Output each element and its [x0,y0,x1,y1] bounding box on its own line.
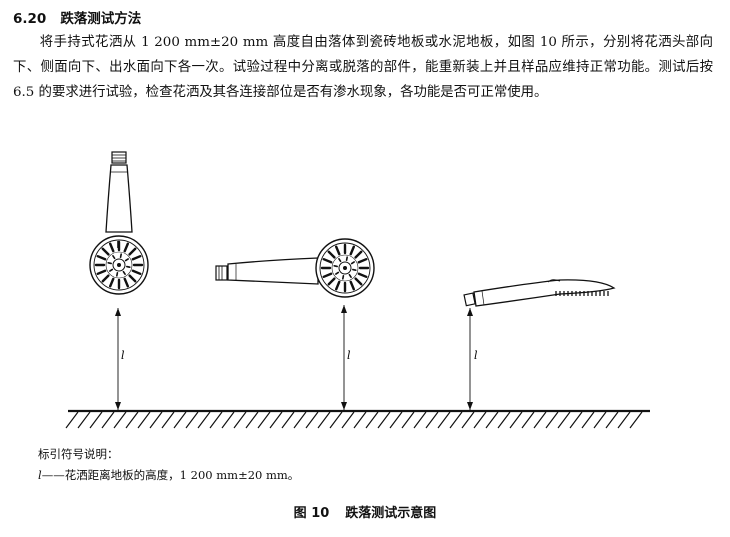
figure-number: 图 10 [293,506,330,521]
section-heading: 6.20 跌落测试方法 [13,7,141,27]
legend-title: 标引符号说明： [38,447,119,461]
nozzle-ring [320,243,370,293]
floor-hatching [65,411,643,429]
nozzle-ring [94,240,144,290]
figure-title: 跌落测试示意图 [345,506,437,521]
height-dimension-2: l [341,305,351,410]
height-dimension-1: l [115,308,125,410]
body-paragraph: 将手持式花洒从 1 200 mm±20 mm 高度自由落体到瓷砖地板或水泥地板，… [13,35,713,100]
legend-symbol: l [38,468,42,482]
section-number: 6.20 [13,11,47,27]
floor [65,409,650,429]
shower-face-down [463,279,616,307]
shower-side-down [215,238,375,298]
height-dimension-3: l [467,308,478,410]
figure-caption: 图 10 跌落测试示意图 [0,502,730,521]
height-label: l [121,349,125,362]
height-label: l [347,349,351,362]
legend-item: l——花洒距离地板的高度，1 200 mm±20 mm。 [38,467,299,483]
height-label: l [474,349,478,362]
nozzle-row [555,291,609,296]
legend-text: ——花洒距离地板的高度，1 200 mm±20 mm。 [41,468,300,482]
section-title: 跌落测试方法 [60,11,142,27]
shower-head-down [89,151,149,295]
